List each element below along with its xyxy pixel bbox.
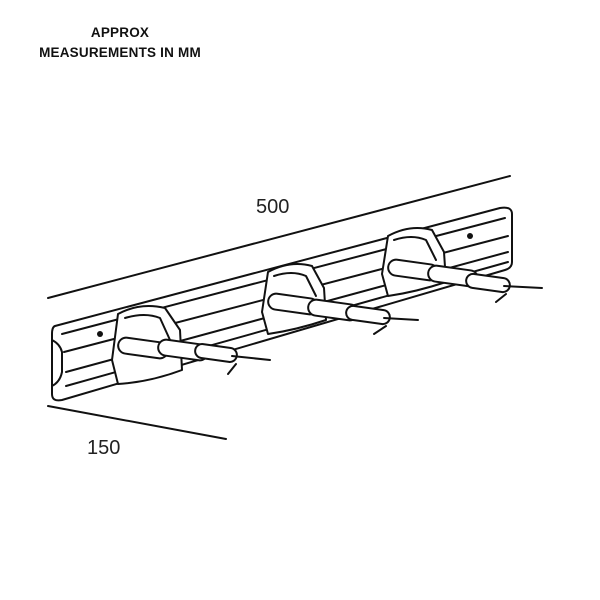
heading-line-1: APPROX bbox=[90, 25, 150, 40]
screw-hole-icon bbox=[97, 331, 103, 337]
depth-dimension-line bbox=[47, 405, 227, 440]
screw-hole-icon bbox=[467, 233, 473, 239]
depth-label: 150 bbox=[87, 437, 121, 459]
length-dimension-line bbox=[47, 175, 511, 299]
chain-hook bbox=[387, 258, 543, 303]
chain-hook bbox=[117, 336, 271, 375]
heading-line-2: MEASUREMENTS IN MM bbox=[39, 45, 201, 60]
length-label: 500 bbox=[256, 196, 290, 218]
chain-hook bbox=[267, 292, 419, 335]
